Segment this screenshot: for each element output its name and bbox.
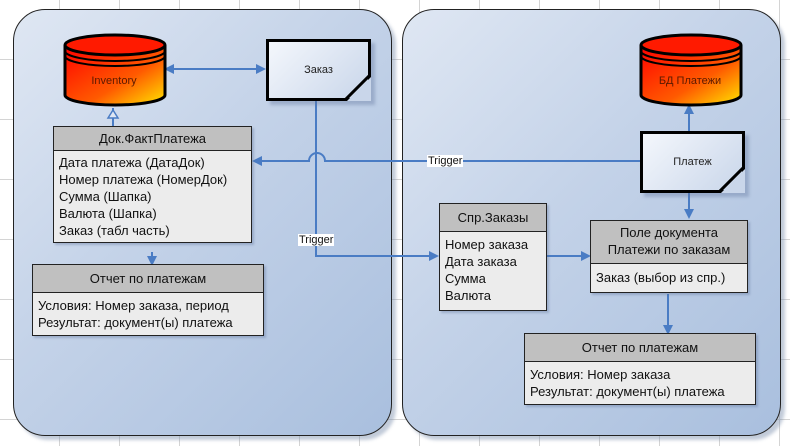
inventory-label: Inventory	[91, 75, 137, 87]
payment-document[interactable]: Платеж	[640, 131, 745, 193]
connector-payment-trigger	[252, 152, 640, 166]
field: Валюта	[445, 288, 491, 303]
trigger-label-payment: Trigger	[427, 155, 464, 167]
entity-fields: Условия: Номер заказа, период Результат:…	[33, 293, 263, 335]
field: Заказ (выбор из спр.)	[596, 270, 726, 285]
field: Дата заказа	[445, 254, 517, 269]
payment-fact-entity[interactable]: Док.ФактПлатежа Дата платежа (ДатаДок) Н…	[53, 126, 252, 243]
payments-db-label: БД Платежи	[658, 75, 722, 87]
right-report-entity[interactable]: Отчет по платежам Условия: Номер заказа …	[524, 333, 756, 405]
field: Номер платежа (НомерДок)	[59, 172, 228, 187]
orders-catalog-entity[interactable]: Спр.Заказы Номер заказа Дата заказа Сумм…	[439, 203, 547, 311]
field: Сумма	[445, 271, 486, 286]
entity-fields: Условия: Номер заказа Результат: докумен…	[525, 362, 755, 404]
field: Сумма (Шапка)	[59, 189, 152, 204]
entity-title: Док.ФактПлатежа	[54, 127, 251, 151]
document-field-entity[interactable]: Поле документа Платежи по заказам Заказ …	[590, 220, 748, 293]
entity-fields: Заказ (выбор из спр.)	[591, 264, 747, 292]
entity-fields: Дата платежа (ДатаДок) Номер платежа (Но…	[54, 151, 251, 242]
inventory-database[interactable]: Inventory	[63, 33, 167, 107]
entity-title: Отчет по платежам	[33, 265, 263, 293]
left-report-entity[interactable]: Отчет по платежам Условия: Номер заказа,…	[32, 264, 264, 336]
entity-title: Поле документа Платежи по заказам	[591, 221, 747, 264]
field: Заказ (табл часть)	[59, 223, 170, 238]
order-label: Заказ	[304, 64, 333, 76]
field: Условия: Номер заказа, период	[38, 298, 229, 313]
database-icon	[639, 33, 743, 107]
entity-title: Отчет по платежам	[525, 334, 755, 362]
payment-label: Платеж	[673, 156, 712, 168]
payments-database[interactable]: БД Платежи	[639, 33, 743, 107]
entity-fields: Номер заказа Дата заказа Сумма Валюта	[440, 232, 546, 310]
field: Условия: Номер заказа	[530, 367, 671, 382]
hollow-arrow-icon	[106, 108, 120, 119]
title-line: Поле документа	[619, 225, 719, 240]
field: Номер заказа	[445, 237, 529, 252]
order-document[interactable]: Заказ	[266, 39, 371, 101]
title-line: Платежи по заказам	[607, 242, 731, 257]
field: Валюта (Шапка)	[59, 206, 157, 221]
field: Результат: документ(ы) платежа	[38, 315, 233, 330]
database-icon	[63, 33, 167, 107]
connector-order-catalog	[315, 99, 439, 261]
entity-title: Спр.Заказы	[440, 204, 546, 232]
folded-corner-icon	[718, 166, 745, 193]
folded-corner-icon	[344, 74, 371, 101]
trigger-label-order: Trigger	[298, 234, 335, 246]
field: Результат: документ(ы) платежа	[530, 384, 725, 399]
field: Дата платежа (ДатаДок)	[59, 155, 205, 170]
